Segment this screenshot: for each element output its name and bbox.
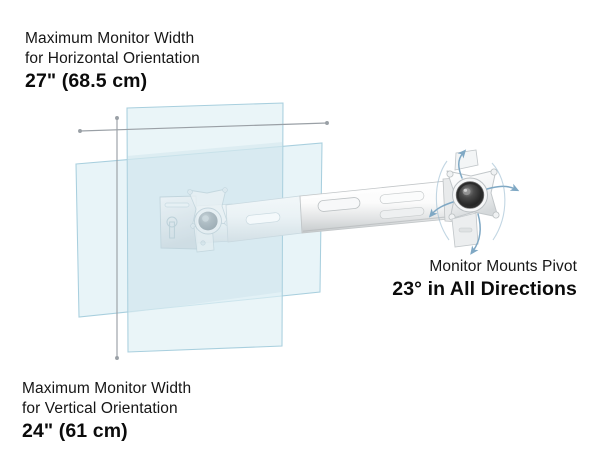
callout-vertical-line1: Maximum Monitor Width (22, 380, 192, 397)
pivot-arrow-up (457, 149, 467, 179)
callout-horizontal-line2: for Horizontal Orientation (25, 50, 200, 67)
vesa-plate-left (187, 187, 230, 253)
horizontal-width-dimension-line (78, 121, 329, 133)
callout-horizontal-line1: Maximum Monitor Width (25, 30, 195, 47)
callout-pivot-value: 23° in All Directions (392, 278, 577, 300)
callout-vertical-value: 24" (61 cm) (22, 420, 128, 442)
callout-pivot-range: Monitor Mounts Pivot 23° in All Directio… (392, 257, 577, 302)
extension-arm (225, 177, 460, 243)
pivot-arrow-left (428, 201, 454, 218)
callout-max-width-vertical: Maximum Monitor Width for Vertical Orien… (22, 379, 191, 444)
pivot-arrow-right (486, 183, 520, 192)
callout-horizontal-value: 27" (68.5 cm) (25, 70, 148, 92)
pivot-ball-joint (452, 177, 488, 213)
callout-vertical-line2: for Vertical Orientation (22, 400, 178, 417)
pivot-arrow-down (470, 213, 482, 255)
callout-pivot-line1: Monitor Mounts Pivot (429, 258, 577, 275)
callout-max-width-horizontal: Maximum Monitor Width for Horizontal Ori… (25, 29, 200, 94)
